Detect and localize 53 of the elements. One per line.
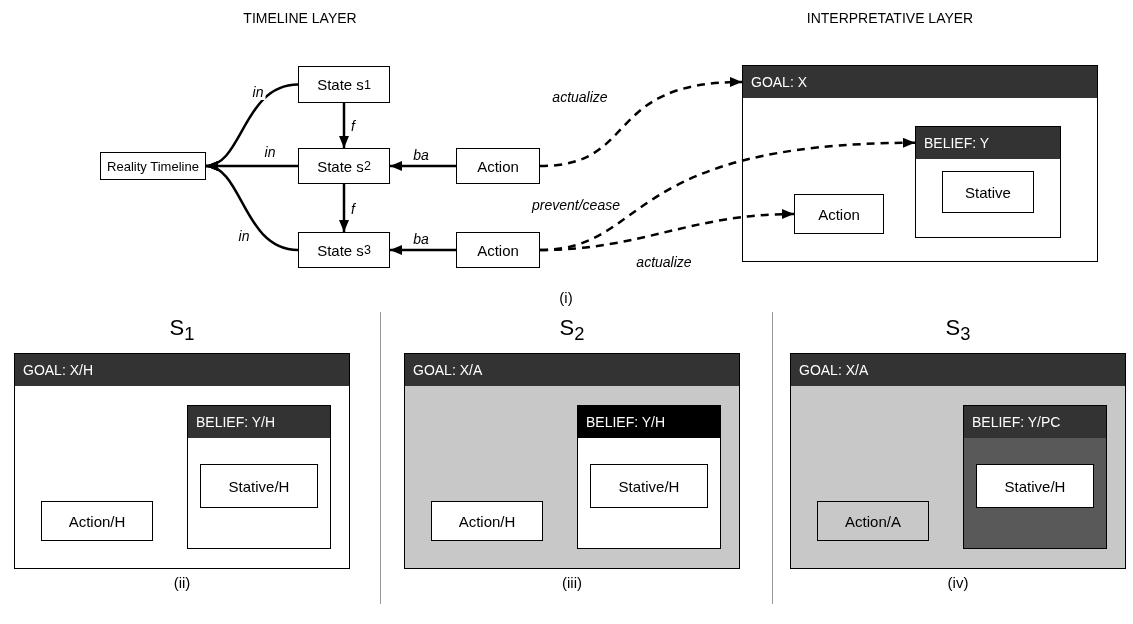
- edge-label: actualize: [550, 89, 610, 105]
- action-box: Action: [794, 194, 884, 234]
- arrow: [339, 184, 349, 232]
- edge-label: in: [262, 144, 278, 160]
- stative-box: Stative/H: [200, 464, 318, 508]
- panel-header: GOAL: X/H: [15, 354, 349, 386]
- stative-box: Stative/H: [976, 464, 1094, 508]
- belief-panel: [915, 126, 1061, 238]
- action-box: Action/H: [431, 501, 543, 541]
- goal-panel: [790, 353, 1126, 569]
- arrow: [390, 161, 456, 171]
- arrow: [339, 103, 349, 148]
- dashed-arrow: [539, 209, 795, 252]
- edge-label: prevent/cease: [530, 197, 622, 213]
- panel-heading: S$_{1}$: [169, 314, 195, 346]
- panel-header: GOAL: X: [743, 66, 1097, 98]
- edge-label: in: [236, 228, 252, 244]
- layer-heading: INTERPRETATIVE LAYER: [806, 10, 974, 26]
- figure-caption: (iii): [562, 573, 582, 591]
- panel-header: GOAL: X/A: [405, 354, 739, 386]
- panel-heading: S$_{3}$: [945, 314, 971, 346]
- edge-label: in: [250, 84, 266, 100]
- panel-header: BELIEF: Y: [916, 127, 1060, 159]
- timeline-box: Reality Timeline: [100, 152, 206, 180]
- dashed-arrow: [539, 77, 743, 168]
- figure-caption: (iv): [947, 573, 969, 591]
- panel-header: BELIEF: Y/PC: [964, 406, 1106, 438]
- action-box: Action: [456, 232, 540, 268]
- action-box: Action: [456, 148, 540, 184]
- figure-caption: (ii): [173, 573, 191, 591]
- panel-header: BELIEF: Y/H: [188, 406, 330, 438]
- action-box: Action/H: [41, 501, 153, 541]
- figure-caption: (i): [559, 288, 573, 306]
- belief-panel: [963, 405, 1107, 549]
- goal-panel: [14, 353, 350, 569]
- arrow: [205, 163, 299, 252]
- stative-box: Stative: [942, 171, 1034, 213]
- goal-panel: [742, 65, 1098, 262]
- edge-label: actualize: [634, 254, 694, 270]
- panel-header: GOAL: X/A: [791, 354, 1125, 386]
- stative-box: Stative/H: [590, 464, 708, 508]
- belief-panel: [187, 405, 331, 549]
- belief-panel: [577, 405, 721, 549]
- arrow: [390, 245, 456, 255]
- action-box: Action/A: [817, 501, 929, 541]
- panel-header: BELIEF: Y/H: [578, 406, 720, 438]
- panel-heading: S$_{2}$: [559, 314, 585, 346]
- edge-label: ba: [411, 231, 431, 247]
- edge-label: ba: [411, 147, 431, 163]
- goal-panel: [404, 353, 740, 569]
- layer-heading: TIMELINE LAYER: [243, 10, 357, 26]
- edge-label: f: [349, 118, 357, 134]
- edge-label: f: [349, 201, 357, 217]
